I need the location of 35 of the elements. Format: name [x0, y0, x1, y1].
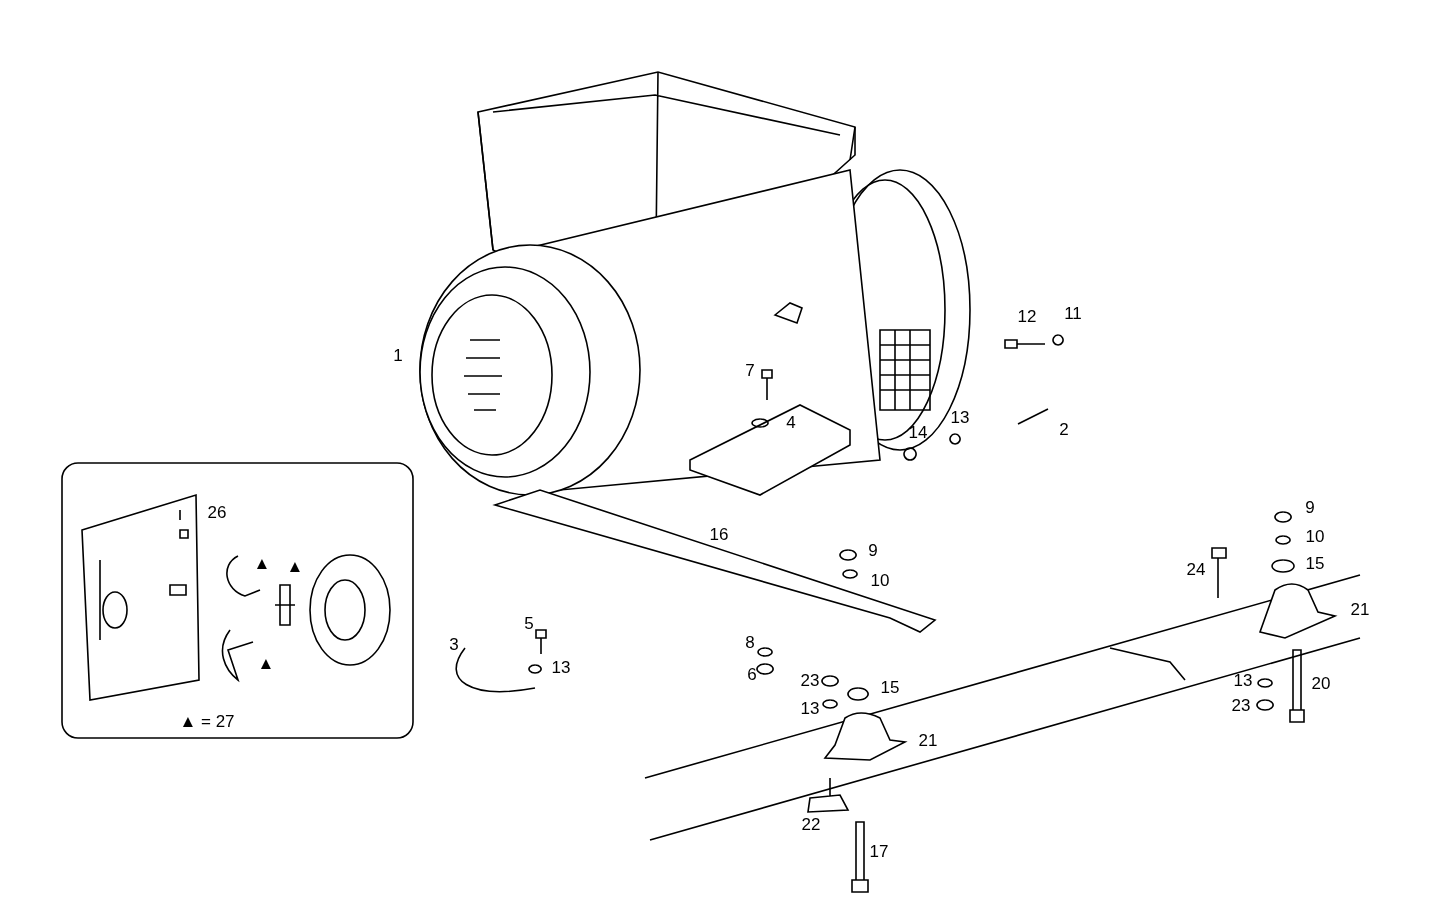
callout-number: 17 [869, 842, 889, 860]
callout-number: 23 [800, 671, 820, 689]
callout-number: 13 [1233, 671, 1253, 689]
callout-number: 2 [1059, 420, 1069, 438]
marker-symbol: ▲ [286, 557, 304, 575]
callout-number: 7 [745, 361, 755, 379]
callout-number: 24 [1186, 560, 1206, 578]
callout-number: 14 [908, 423, 928, 441]
callout-number: 3 [449, 635, 459, 653]
callout-number: 9 [1305, 498, 1315, 516]
callout-number: 16 [709, 525, 729, 543]
marker-symbol: ▲ [253, 554, 271, 572]
callout-number: 21 [1350, 600, 1370, 618]
callout-number: 11 [1064, 304, 1082, 322]
callout-number: 12 [1017, 307, 1037, 325]
callout-number: 6 [747, 665, 757, 683]
callout-number: 21 [918, 731, 938, 749]
callout-number: 5 [524, 614, 534, 632]
callout-number: 15 [880, 678, 900, 696]
callout-number: 22 [801, 815, 821, 833]
callout-number: 1 [393, 346, 403, 364]
callout-number: ▲ = 27 [179, 712, 235, 730]
callout-number: 8 [745, 633, 755, 651]
callout-number: 26 [207, 503, 227, 521]
callout-number: 10 [870, 571, 890, 589]
callout-number: 13 [800, 699, 820, 717]
callout-number: 10 [1305, 527, 1325, 545]
callout-number: 13 [551, 658, 571, 676]
callout-number: 9 [868, 541, 878, 559]
marker-symbol: ▲ [257, 654, 275, 672]
callout-number: 20 [1311, 674, 1331, 692]
callout-number: 4 [786, 413, 796, 431]
callout-number: 23 [1231, 696, 1251, 714]
callout-number: 13 [950, 408, 970, 426]
callout-number: 15 [1305, 554, 1325, 572]
